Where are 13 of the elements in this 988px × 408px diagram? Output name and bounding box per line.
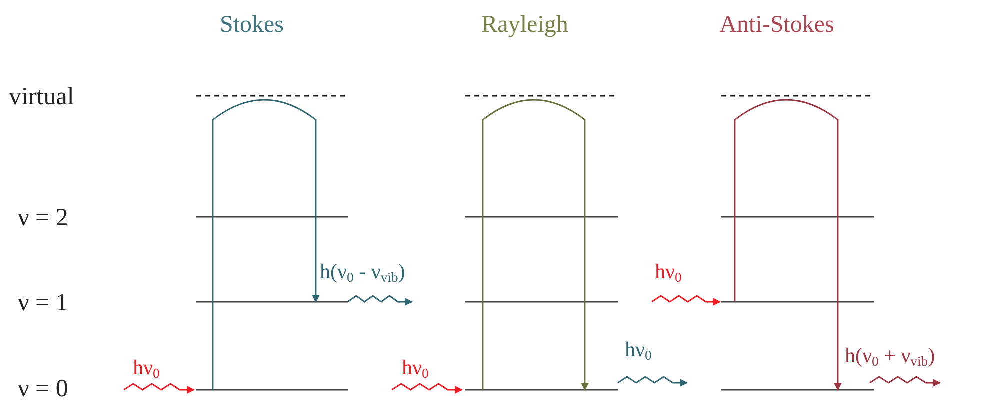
photon-label: h(ν$_{0}$ - ν$_{vib}$) [320,262,406,282]
photon-label: h(ν$_{0}$ + ν$_{vib}$) [845,346,936,366]
photon-label: hν$_{0}$ [655,262,682,282]
photon-label: hν$_{0}$ [625,340,652,360]
photon-label: hν$_{0}$ [402,358,429,378]
process-title: Stokes [220,13,284,37]
process-title: Anti-Stokes [720,13,834,37]
level-label: ν = 2 [18,206,68,230]
photon-label: hν$_{0}$ [133,358,160,378]
level-label: ν = 0 [18,376,68,402]
level-label: virtual [9,84,74,110]
process-title: Rayleigh [482,13,568,37]
level-label: ν = 1 [18,290,68,316]
